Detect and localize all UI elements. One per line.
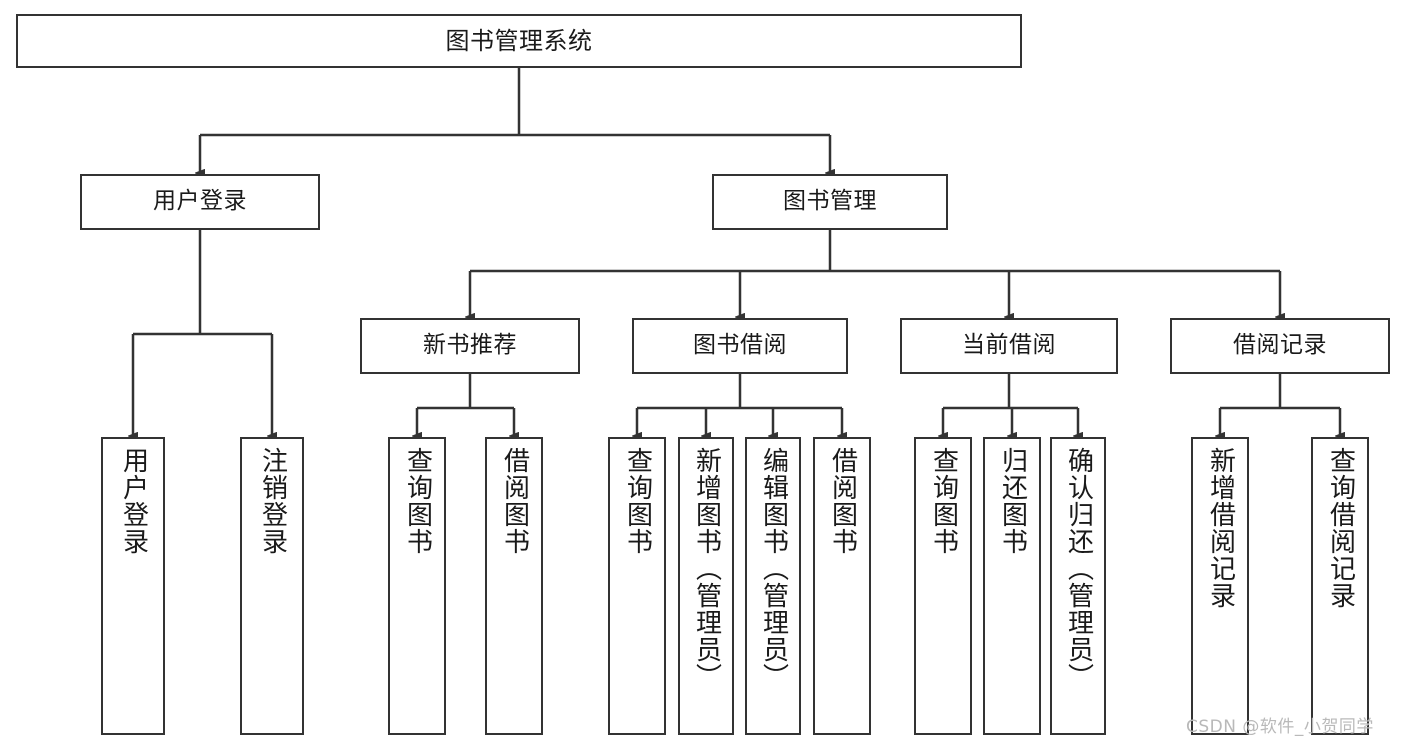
node-leaf-query-record[interactable]: 查询借阅记录 — [1311, 437, 1369, 735]
node-leaf-add-record[interactable]: 新增借阅记录 — [1191, 437, 1249, 735]
node-leaf-add-book[interactable]: 新增图书（管理员） — [678, 437, 734, 735]
node-borrow-record[interactable]: 借阅记录 — [1170, 318, 1390, 374]
node-label: 注销登录 — [257, 447, 288, 555]
node-new-book-recommend[interactable]: 新书推荐 — [360, 318, 580, 374]
node-label: 新书推荐 — [423, 332, 517, 359]
node-book-manage[interactable]: 图书管理 — [712, 174, 948, 230]
node-leaf-query-book-cur[interactable]: 查询图书 — [914, 437, 972, 735]
node-leaf-borrow-book[interactable]: 借阅图书 — [813, 437, 871, 735]
node-label: 图书管理系统 — [445, 26, 593, 55]
node-label: 归还图书 — [997, 447, 1028, 555]
node-leaf-query-book-borrow[interactable]: 查询图书 — [608, 437, 666, 735]
node-label: 当前借阅 — [962, 332, 1056, 359]
node-label: 用户登录 — [153, 188, 247, 215]
node-label: 借阅图书 — [499, 447, 530, 555]
node-leaf-query-book-rec[interactable]: 查询图书 — [388, 437, 446, 735]
node-label: 编辑图书（管理员） — [758, 447, 789, 690]
node-label: 查询借阅记录 — [1325, 447, 1356, 609]
node-label: 新增图书（管理员） — [691, 447, 722, 690]
node-leaf-return-book[interactable]: 归还图书 — [983, 437, 1041, 735]
node-label: 图书管理 — [783, 188, 877, 215]
node-label: 查询图书 — [622, 447, 653, 555]
node-user-login[interactable]: 用户登录 — [80, 174, 320, 230]
node-leaf-user-login[interactable]: 用户登录 — [101, 437, 165, 735]
node-current-borrow[interactable]: 当前借阅 — [900, 318, 1118, 374]
node-leaf-edit-book[interactable]: 编辑图书（管理员） — [745, 437, 801, 735]
node-label: 借阅图书 — [827, 447, 858, 555]
node-label: 查询图书 — [928, 447, 959, 555]
node-label: 查询图书 — [402, 447, 433, 555]
node-book-borrow[interactable]: 图书借阅 — [632, 318, 848, 374]
node-label: 确认归还（管理员） — [1063, 447, 1094, 690]
node-label: 新增借阅记录 — [1205, 447, 1236, 609]
node-label: 借阅记录 — [1233, 332, 1327, 359]
node-leaf-confirm-return[interactable]: 确认归还（管理员） — [1050, 437, 1106, 735]
node-label: 图书借阅 — [693, 332, 787, 359]
node-leaf-user-logout[interactable]: 注销登录 — [240, 437, 304, 735]
node-leaf-borrow-book-rec[interactable]: 借阅图书 — [485, 437, 543, 735]
connector-lines — [133, 68, 1340, 436]
node-label: 用户登录 — [118, 447, 149, 555]
node-root[interactable]: 图书管理系统 — [16, 14, 1022, 68]
watermark-text: CSDN @软件_小贺同学 — [1186, 717, 1374, 737]
